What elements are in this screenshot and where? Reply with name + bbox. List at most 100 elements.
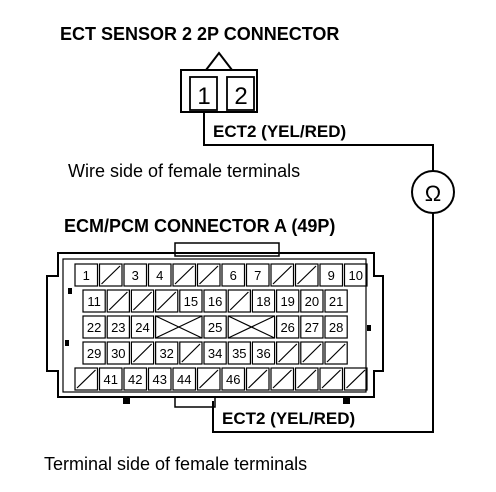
ecm-pin-cell [276,289,300,313]
ecm-pin-cell [221,263,246,287]
ecm-outer-shell [46,252,384,398]
ecm-pin-24: 24 [135,320,149,335]
ecm-empty-cell [196,367,221,391]
ecm-pin-cell [221,367,246,391]
ecm-pin-cell [319,263,344,287]
ecm-pin-21: 21 [329,294,343,309]
ecm-empty-cell [74,367,99,391]
ecm-empty-slash [278,343,298,363]
sensor-pin-2: 2 [234,83,247,110]
ecm-pin-34: 34 [208,346,222,361]
ecm-pin-cell [82,289,106,313]
ecm-empty-cell [196,263,221,287]
ecm-pin-cell [251,341,276,365]
ecm-empty-cell [300,341,324,365]
ecm-empty-slash [346,369,366,389]
ecm-cross-mark [155,315,203,339]
ecm-empty-slash [326,343,346,363]
sensor-pin-1-box [189,76,218,111]
ecm-pin-cell [203,341,227,365]
ecm-empty-cell [130,341,155,365]
ecm-pin-36: 36 [256,346,270,361]
ohmmeter: Ω [411,170,455,214]
ecm-empty-cell [245,367,270,391]
ecm-pin-cell [276,315,300,339]
ecm-side-mark-left [65,340,69,346]
ecm-pin-25: 25 [208,320,222,335]
ecm-pin-cell [324,289,348,313]
ohm-icon: Ω [425,181,441,206]
ecm-empty-cell [130,289,155,313]
ecm-pin-cell [203,315,227,339]
sensor-connector-housing [180,69,258,113]
ecm-pin-1: 1 [83,268,90,283]
ecm-empty-cell [106,289,130,313]
ecm-pin-cell [74,263,99,287]
ecm-empty-slash [272,265,292,285]
ecm-pin-29: 29 [87,346,101,361]
ecm-empty-slash [248,369,268,389]
terminal-side-caption: Terminal side of female terminals [44,454,307,474]
ecm-pin-cell [106,341,130,365]
ecm-empty-slash [297,369,317,389]
wire-label-top: ECT2 (YEL/RED) [213,122,346,141]
ecm-pin-cell [123,263,148,287]
ecm-pin-cell [82,315,106,339]
ecm-pin-19: 19 [280,294,294,309]
ecm-empty-cell [276,341,300,365]
ecm-pin-32: 32 [159,346,173,361]
ecm-pin-11: 11 [87,294,101,309]
sensor-connector-title: ECT SENSOR 2 2P CONNECTOR [60,24,339,44]
ecm-pin-cell [324,315,348,339]
ecm-empty-slash [272,369,292,389]
sensor-connector: 1 2 [180,51,258,113]
ecm-empty-slash [199,265,219,285]
ecm-empty-cell [172,263,197,287]
ecm-empty-cell [98,263,123,287]
ecm-pin-20: 20 [305,294,319,309]
ecm-pin-23: 23 [111,320,125,335]
ecm-side-mark-left-2 [68,288,72,294]
ecm-pin-43: 43 [153,372,167,387]
wire-side-caption: Wire side of female terminals [68,161,300,181]
ecm-empty-cell [294,263,319,287]
ecm-pin-cell [300,315,324,339]
ecm-empty-slash [101,265,121,285]
ecm-empty-cell [324,341,348,365]
ecm-pin-cell [155,341,179,365]
ecm-pin-cell [343,263,368,287]
ecm-pin-3: 3 [132,268,139,283]
ecm-empty-slash [174,265,194,285]
sensor-pin-1: 1 [197,83,210,110]
ecm-pin-46: 46 [226,372,240,387]
ecm-pin-22: 22 [87,320,101,335]
meter-to-ecm-wire [212,213,434,433]
ecm-bottom-lock [174,396,216,408]
ecm-pin-26: 26 [280,320,294,335]
ecm-pin-cell [82,341,106,365]
ecm-empty-slash [132,291,153,311]
ecm-empty-cell [270,367,295,391]
ecm-pin-cell [203,289,227,313]
ecm-pin-44: 44 [177,372,191,387]
ecm-pin-18: 18 [256,294,270,309]
ecm-pin-15: 15 [184,294,198,309]
sensor-connector-latch [205,51,233,71]
ecm-empty-slash [229,291,249,311]
ecm-empty-slash [76,369,96,389]
ecm-pin-10: 10 [349,268,363,283]
wire-label-bottom: ECT2 (YEL/RED) [222,409,355,428]
ecm-empty-slash [181,343,201,363]
ecm-pin-cell [130,315,155,339]
ecm-inner-frame [62,258,367,393]
ecm-pin-cell [251,289,276,313]
ecm-pin-42: 42 [128,372,142,387]
ecm-pin-30: 30 [111,346,125,361]
ecm-empty-cell [227,289,251,313]
ecm-pin-7: 7 [254,268,261,283]
ecm-empty-cell [343,367,368,391]
ecm-empty-slash [157,291,177,311]
ecm-pin-6: 6 [230,268,237,283]
